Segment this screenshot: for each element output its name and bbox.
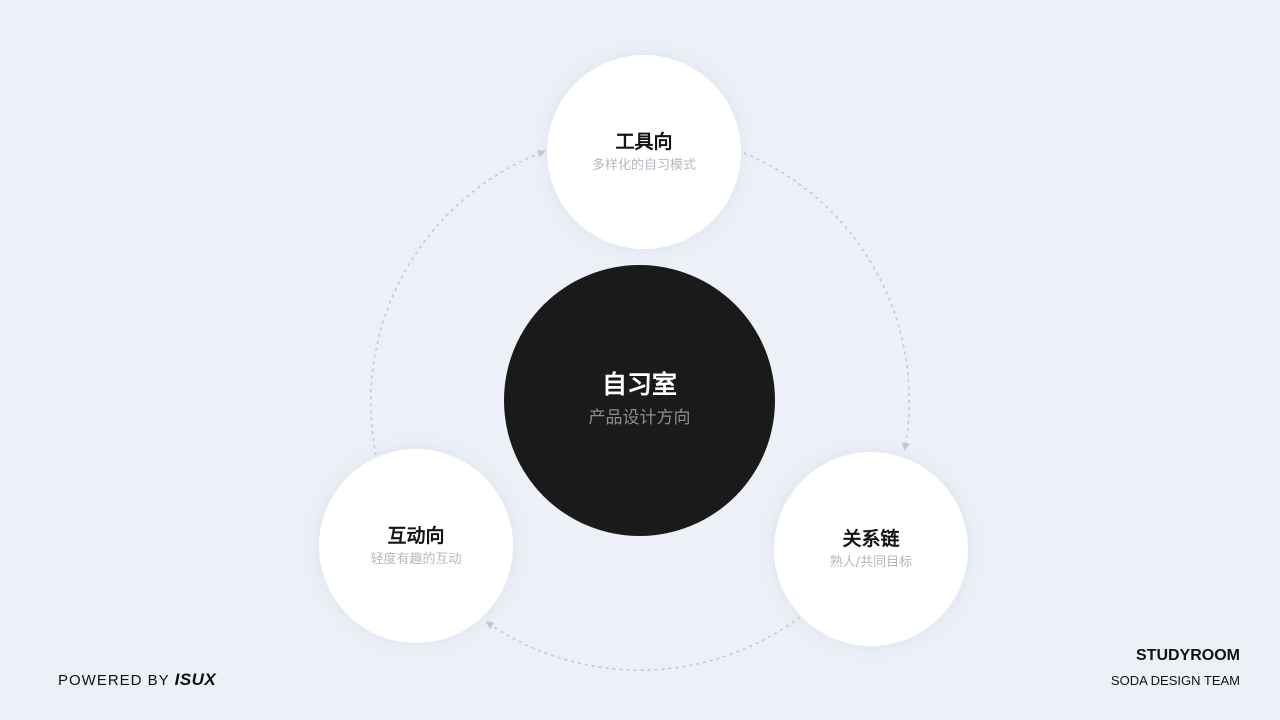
project-name: STUDYROOM xyxy=(1136,647,1240,664)
team-name: SODA DESIGN TEAM xyxy=(1110,673,1240,688)
project-credit: STUDYROOM SODA DESIGN TEAM xyxy=(1111,646,1240,689)
center-node: 自习室 产品设计方向 xyxy=(504,265,775,536)
center-title: 自习室 xyxy=(601,369,677,399)
powered-by: POWERED BY ISUX xyxy=(58,670,216,691)
node-interaction: 互动向 轻度有趣的互动 xyxy=(319,449,513,643)
node-tool: 工具向 多样化的自习模式 xyxy=(547,55,741,249)
connector-top-to-right xyxy=(743,152,910,451)
connector-right-to-left xyxy=(485,616,801,671)
center-subtitle: 产品设计方向 xyxy=(588,407,691,428)
node-relationship-title: 关系链 xyxy=(842,527,900,550)
node-tool-subtitle: 多样化的自习模式 xyxy=(591,157,696,173)
node-relationship-subtitle: 熟人/共同目标 xyxy=(829,554,913,570)
powered-by-prefix: POWERED BY xyxy=(58,672,175,689)
node-tool-title: 工具向 xyxy=(615,130,673,153)
powered-by-brand: ISUX xyxy=(174,670,217,689)
node-relationship: 关系链 熟人/共同目标 xyxy=(774,452,968,646)
node-interaction-subtitle: 轻度有趣的互动 xyxy=(370,551,462,567)
connector-left-to-top xyxy=(370,150,546,456)
node-interaction-title: 互动向 xyxy=(387,524,445,547)
